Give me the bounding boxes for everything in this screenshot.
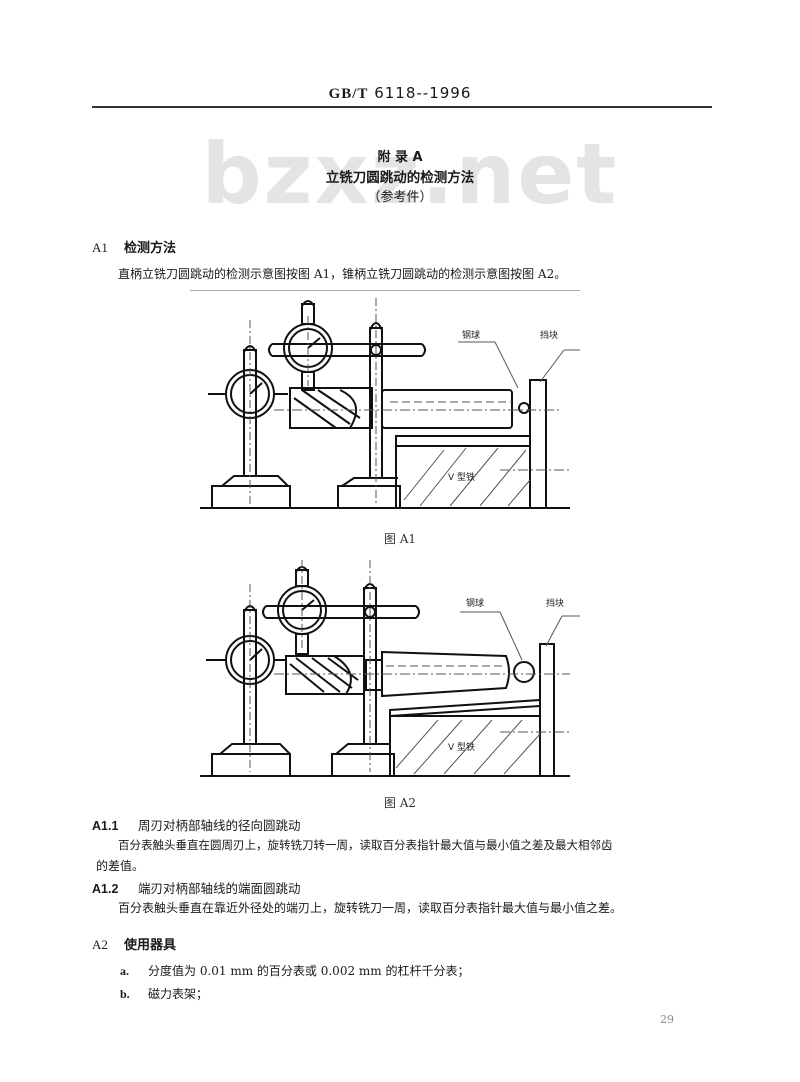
subsection-a1-2-heading: A1.2 端刃对柄部轴线的端面圆跳动 [92, 878, 301, 897]
standard-number: 6118--1996 [374, 84, 472, 102]
subsection-a1-1-text-line2: 的差值。 [96, 859, 145, 873]
figure-a1-caption: 图 A1 [383, 532, 417, 546]
subsection-a1-2-text: 百分表触头垂直在靠近外径处的端刃上，旋转铣刀一周，读取百分表指针最大值与最小值之… [118, 901, 623, 915]
subsection-a1-1-text-line1: 百分表触头垂直在圆周刃上，旋转铣刀转一周，读取百分表指针最大值与最小值之差及最大… [118, 838, 613, 852]
item-label: b. [120, 987, 130, 1001]
stop-block-label: 挡块 [546, 597, 564, 609]
section-title: 检测方法 [124, 241, 177, 256]
appendix-note: （参考件） [367, 190, 433, 205]
subsection-title: 周刃对柄部轴线的径向圆跳动 [138, 818, 301, 833]
figure-a2-caption: 图 A2 [383, 796, 417, 810]
subsection-number: A1.2 [92, 882, 119, 896]
item-text: 磁力表架； [148, 987, 209, 1001]
section-title: 使用器具 [124, 938, 177, 953]
v-block-label: V 型铁 [448, 471, 475, 483]
header-rule [92, 106, 712, 108]
standard-prefix: GB/T [328, 86, 369, 102]
item-label: a. [120, 964, 129, 978]
subsection-number: A1.1 [92, 819, 119, 833]
subsection-title: 端刃对柄部轴线的端面圆跳动 [138, 881, 301, 896]
watermark: bzxz.net [201, 125, 619, 223]
section-a1-intro: 直柄立铣刀圆跳动的检测示意图按图 A1，锥柄立铣刀圆跳动的检测示意图按图 A2。 [118, 267, 567, 281]
appendix-label: 附 录 A [377, 150, 423, 165]
instrument-item: a. 分度值为 0.01 mm 的百分表或 0.002 mm 的杠杆千分表； [120, 962, 469, 979]
section-number: A1 [92, 240, 108, 255]
v-block-label: V 型铁 [448, 741, 475, 753]
page-number: 29 [660, 1013, 674, 1026]
figure-a2-diagram: 钢球 挡块 V 型铁 [190, 560, 580, 790]
document-header: GB/T 6118--1996 [0, 84, 800, 103]
figure-a1-diagram: 钢球 挡块 V 型铁 [190, 290, 580, 520]
stop-block-label: 挡块 [540, 329, 558, 341]
subsection-a1-1-heading: A1.1 周刃对柄部轴线的径向圆跳动 [92, 815, 301, 834]
appendix-title: 立铣刀圆跳动的检测方法 [325, 170, 475, 186]
steel-ball-label: 钢球 [462, 329, 480, 341]
steel-ball-label: 钢球 [466, 597, 484, 609]
section-a2-heading: A2 使用器具 [92, 934, 176, 953]
section-a1-heading: A1 检测方法 [92, 237, 176, 256]
item-text: 分度值为 0.01 mm 的百分表或 0.002 mm 的杠杆千分表； [148, 964, 470, 978]
section-number: A2 [92, 937, 108, 952]
instrument-item: b. 磁力表架； [120, 985, 208, 1002]
